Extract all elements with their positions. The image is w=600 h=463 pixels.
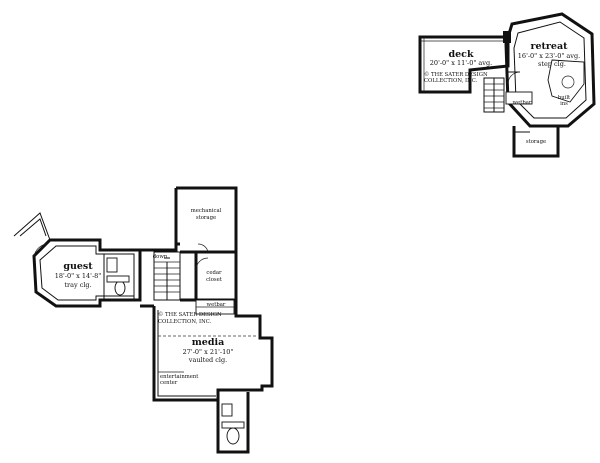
entertainment-center-label-line2: center bbox=[160, 380, 178, 386]
guest-label: guest bbox=[63, 261, 93, 272]
copyright-lower-line2: COLLECTION, INC. bbox=[158, 319, 212, 325]
media-wetbar bbox=[195, 299, 235, 315]
retreat-wetbar bbox=[505, 91, 533, 105]
lower-stair bbox=[153, 251, 181, 301]
media-ceiling: vaulted clg. bbox=[188, 356, 227, 364]
copyright-lower-line1: © THE SATER DESIGN bbox=[158, 311, 222, 318]
lower-floor-plan bbox=[13, 186, 274, 454]
copyright-upper-line1: © THE SATER DESIGN bbox=[424, 71, 488, 78]
copyright-upper-line2: COLLECTION, INC. bbox=[424, 78, 478, 84]
upper-storage-label: storage bbox=[526, 139, 546, 145]
cedar-closet-label-line1: cedar bbox=[206, 270, 222, 276]
retreat-room bbox=[504, 12, 596, 128]
upper-storage bbox=[512, 126, 560, 158]
built-ins-label-line2: ins bbox=[560, 101, 568, 107]
guest-dims: 18'-0" x 14'-8" bbox=[55, 272, 102, 280]
media-wetbar-label: wetbar bbox=[207, 302, 226, 308]
upper-stair bbox=[483, 77, 505, 113]
cedar-closet-room bbox=[194, 250, 238, 302]
media-label: media bbox=[192, 337, 225, 348]
media-dims: 27'-0" x 21'-10" bbox=[183, 348, 234, 356]
entertainment-center-label-line1: entertainment bbox=[160, 374, 199, 380]
down-label: down bbox=[153, 254, 168, 260]
media-room bbox=[152, 300, 274, 402]
upper-floor-plan bbox=[418, 12, 596, 158]
guest-ceiling: tray clg. bbox=[64, 281, 91, 289]
retreat-label: retreat bbox=[530, 41, 568, 52]
guest-room bbox=[13, 212, 142, 308]
retreat-wetbar-label: wetbar bbox=[513, 100, 532, 106]
mechanical-label-line2: storage bbox=[196, 215, 216, 221]
retreat-dims: 16'-0" x 23'-0" avg. bbox=[518, 52, 580, 60]
deck-dims: 20'-0" x 11'-0" avg. bbox=[430, 59, 492, 67]
guest-bath bbox=[103, 253, 135, 301]
cedar-closet-label-line2: closet bbox=[206, 277, 223, 283]
deck-label: deck bbox=[448, 49, 473, 60]
retreat-ceiling: step clg. bbox=[538, 60, 566, 68]
lower-bath bbox=[216, 392, 250, 454]
mechanical-label-line1: mechanical bbox=[191, 208, 222, 214]
built-ins-label-line1: built bbox=[558, 95, 571, 101]
